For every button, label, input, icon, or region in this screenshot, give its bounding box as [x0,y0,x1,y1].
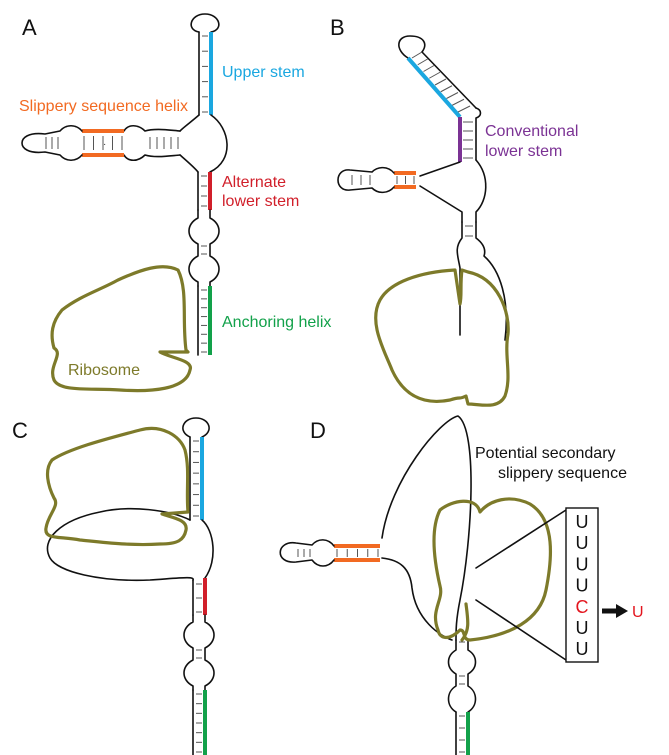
panel-b-letter: B [330,15,345,40]
sequence-base: U [576,618,589,638]
panel-b: B Conventional low [330,15,583,405]
panel-a-upper-stem [199,32,211,115]
panel-b-ribosome [376,270,509,405]
label-upper-stem: Upper stem [222,64,305,81]
base-pair-rung [452,99,464,105]
panel-d-letter: D [310,418,326,443]
panel-d-zoom-line-bottom [476,600,566,660]
panel-c-alternate-lower-stem [193,578,205,615]
panel-c-upper-stem [190,437,202,520]
label-conventional-lower-stem-line2: lower stem [485,143,562,160]
label-alternate-lower-stem-line2: lower stem [222,193,299,210]
panel-a-junction [180,115,227,172]
panel-b-upper-stem [399,36,476,117]
svg-text:·: · [103,139,106,150]
sequence-base: U [576,554,589,574]
panel-a-anchoring-helix [198,286,210,355]
sequence-base: U [576,639,589,659]
panel-b-junction [420,160,486,222]
label-potential-secondary-slippery-line2: slippery sequence [498,465,627,482]
label-alternate-lower-stem: Alternate lower stem [222,174,299,210]
label-slippery-helix: Slippery sequence helix [19,98,188,115]
panel-c-internal-loops [184,615,214,690]
panel-c: C [12,418,214,755]
base-pair-rung [412,52,422,58]
panel-a-internal-loops [189,210,219,286]
label-conventional-lower-stem: Conventional lower stem [485,123,583,160]
panel-b-slippery-helix [338,168,416,193]
label-ribosome: Ribosome [68,362,140,379]
sequence-base: C [576,597,589,617]
mutation-result: U [632,604,644,621]
panel-a: A · [19,14,331,391]
panel-a-slippery-helix: · [22,126,180,161]
label-anchoring-helix: Anchoring helix [222,314,331,331]
panel-c-anchoring-helix [193,690,205,755]
base-pair-rung [429,72,440,78]
base-pair-rung [435,79,446,85]
sequence-base: U [576,576,589,596]
base-pair-rung [424,66,435,72]
base-pair-rung [447,93,459,99]
label-conventional-lower-stem-line1: Conventional [485,123,578,140]
sequence-base: U [576,512,589,532]
panel-a-apical-loop [191,14,219,32]
base-pair-rung [458,106,470,112]
arrow-icon [602,604,628,618]
panel-a-alternate-lower-stem [198,172,210,210]
base-pair-rung [418,59,428,65]
panel-d-slippery-helix [280,540,380,566]
panel-d-extended-loop [382,416,471,640]
panel-d-ribosome [434,499,551,640]
panel-d-zoom-line-top [476,510,566,568]
sequence-base: U [576,533,589,553]
panel-a-letter: A [22,15,37,40]
panel-b-lower-stem [457,222,506,340]
label-potential-secondary-slippery-line1: Potential secondary [475,445,616,462]
label-alternate-lower-stem-line1: Alternate [222,174,286,191]
panel-c-letter: C [12,418,28,443]
panel-c-ribosome [46,428,188,544]
label-potential-secondary-slippery: Potential secondary slippery sequence [475,445,627,482]
panel-b-conventional-lower-stem [460,108,481,162]
panel-d-anchoring-helix [456,712,468,755]
base-pair-rung [441,86,452,92]
panel-c-apical-loop [183,418,209,437]
